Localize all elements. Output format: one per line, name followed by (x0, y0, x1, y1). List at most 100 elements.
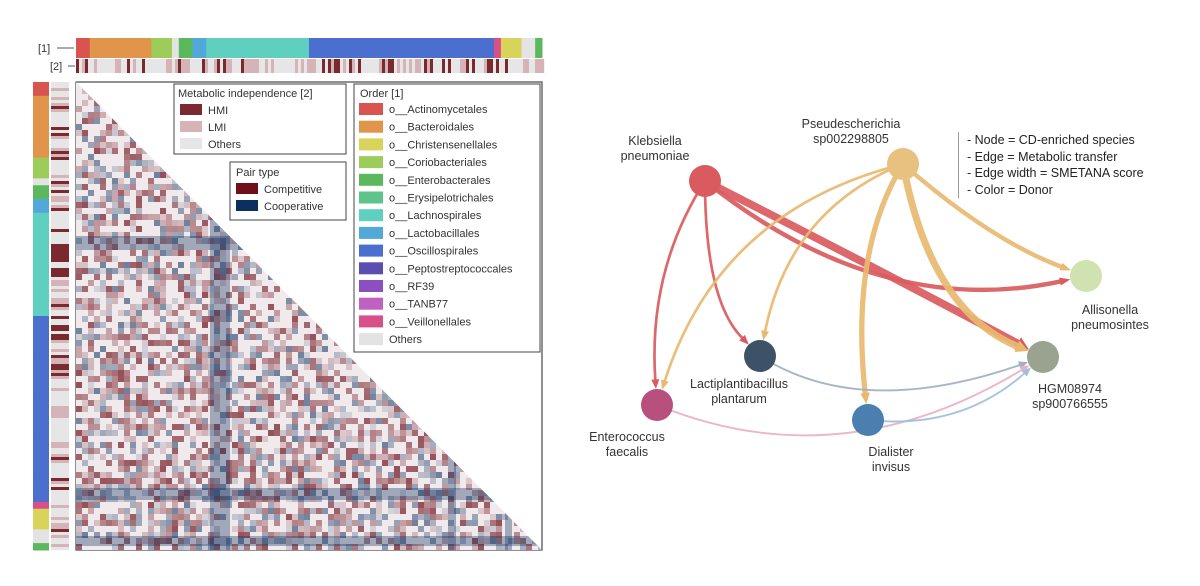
heatmap-cell (256, 508, 262, 514)
heatmap-cell (322, 370, 328, 376)
metabolic-network: KlebsiellapneumoniaePseudescherichiasp00… (589, 117, 1149, 474)
heatmap-cell (76, 262, 82, 268)
heatmap-cell (358, 442, 364, 448)
left-mi-cell (51, 340, 69, 344)
heatmap-cell (394, 478, 400, 484)
heatmap-cell (472, 538, 478, 544)
heatmap-cell (280, 490, 286, 496)
heatmap-cell (466, 532, 472, 538)
heatmap-cell (76, 184, 82, 190)
left-mi-cell (51, 544, 69, 548)
heatmap-cell (166, 514, 172, 520)
heatmap-cell (106, 424, 112, 430)
heatmap-cell (490, 526, 496, 532)
heatmap-cell (118, 376, 124, 382)
heatmap-cell (148, 448, 154, 454)
heatmap-cell (238, 406, 244, 412)
heatmap-cell (388, 430, 394, 436)
heatmap-cell (148, 304, 154, 310)
top-mi-cell (526, 59, 530, 73)
left-mi-cell (51, 502, 69, 506)
heatmap-cell (82, 118, 88, 124)
legend-pair-title: Pair type (236, 167, 279, 179)
heatmap-cell (118, 334, 124, 340)
heatmap-cell (118, 358, 124, 364)
network-arrowhead (1019, 365, 1030, 374)
heatmap-cell (148, 262, 154, 268)
top-mi-cell (373, 59, 377, 73)
heatmap-cell (94, 142, 100, 148)
heatmap-cell (250, 304, 256, 310)
heatmap-cell (382, 544, 388, 550)
heatmap-cell (106, 316, 112, 322)
heatmap-cell (418, 508, 424, 514)
heatmap-cell (286, 388, 292, 394)
heatmap-cell (100, 412, 106, 418)
heatmap-cell (148, 400, 154, 406)
heatmap-cell (238, 292, 244, 298)
heatmap-cell (274, 532, 280, 538)
heatmap-cell (442, 514, 448, 520)
heatmap-cell (166, 262, 172, 268)
heatmap-cell (232, 286, 238, 292)
heatmap-cell (346, 430, 352, 436)
heatmap-cell (442, 538, 448, 544)
heatmap-cell (268, 304, 274, 310)
heatmap-cell (346, 454, 352, 460)
heatmap-cell (130, 448, 136, 454)
heatmap-cell (298, 526, 304, 532)
top-mi-cell (334, 59, 338, 73)
heatmap-cell (262, 406, 268, 412)
heatmap-cell (418, 490, 424, 496)
left-mi-cell (51, 484, 69, 488)
heatmap-cell (112, 418, 118, 424)
heatmap-cell (412, 478, 418, 484)
heatmap-cell (190, 436, 196, 442)
heatmap-cell (208, 316, 214, 322)
top-mi-cell (295, 59, 299, 73)
heatmap-cell (346, 412, 352, 418)
left-mi-cell (51, 232, 69, 236)
left-mi-cell (51, 169, 69, 173)
heatmap-cell (112, 484, 118, 490)
heatmap-cell (334, 370, 340, 376)
heatmap-cell (166, 520, 172, 526)
heatmap-cell (244, 532, 250, 538)
heatmap-cell (214, 256, 220, 262)
node-lactiplantibacillus (744, 340, 776, 372)
heatmap-cell (178, 436, 184, 442)
heatmap-cell (184, 304, 190, 310)
heatmap-cell (142, 400, 148, 406)
heatmap-cell (178, 304, 184, 310)
heatmap-cell (94, 274, 100, 280)
legend-order: Order [1] o__Actinomycetaleso__Bacteroid… (353, 83, 541, 353)
heatmap-cell (142, 304, 148, 310)
heatmap-cell (214, 358, 220, 364)
heatmap-cell (214, 496, 220, 502)
top-mi-cell (199, 59, 203, 73)
heatmap-cell (340, 442, 346, 448)
heatmap-cell (154, 328, 160, 334)
heatmap-cell (112, 130, 118, 136)
heatmap-cell (214, 310, 220, 316)
heatmap-cell (208, 514, 214, 520)
heatmap-cell (358, 472, 364, 478)
heatmap-cell (160, 466, 166, 472)
heatmap-cell (136, 214, 142, 220)
heatmap-cell (154, 220, 160, 226)
heatmap-cell (244, 508, 250, 514)
heatmap-cell (274, 334, 280, 340)
heatmap-cell (304, 334, 310, 340)
heatmap-cell (256, 400, 262, 406)
top-mi-cell (316, 59, 320, 73)
heatmap-cell (238, 256, 244, 262)
heatmap-cell (154, 418, 160, 424)
heatmap-cell (118, 424, 124, 430)
heatmap-cell (346, 544, 352, 550)
heatmap-cell (154, 484, 160, 490)
left-mi-cell (51, 457, 69, 461)
heatmap-cell (106, 130, 112, 136)
heatmap-cell (166, 388, 172, 394)
heatmap-cell (376, 436, 382, 442)
left-mi-cell (51, 178, 69, 182)
